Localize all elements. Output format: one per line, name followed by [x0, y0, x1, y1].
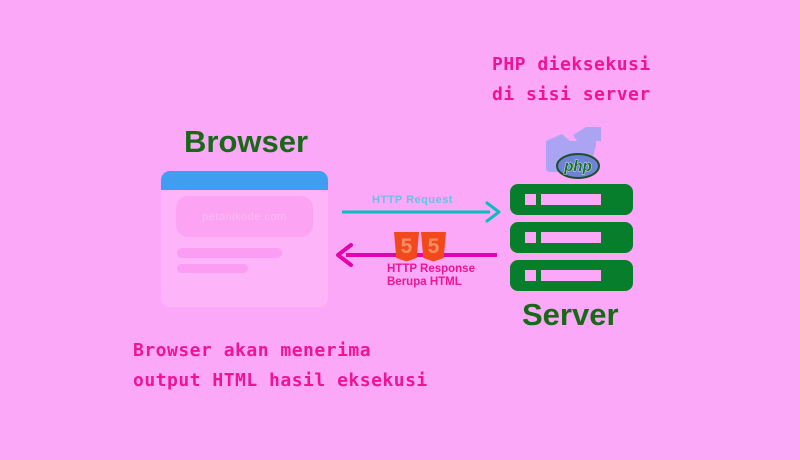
http-response-label: HTTP Response Berupa HTML [387, 263, 475, 289]
html5-five-glyph: 5 [428, 235, 440, 258]
browser-window: petanikode.com [161, 171, 328, 307]
browser-address-bar: petanikode.com [176, 196, 313, 237]
html5-five-glyph: 5 [401, 235, 413, 258]
bottom-annotation-line1: Browser akan menerima [133, 340, 372, 361]
php-folder-icon: php [546, 127, 601, 179]
server-slot [541, 232, 601, 243]
server-slot [541, 270, 601, 281]
php-logo-text: php [563, 158, 592, 175]
http-response-label-line2: Berupa HTML [387, 276, 462, 288]
server-led [525, 232, 536, 243]
html5-icon: 5 [394, 232, 419, 262]
html5-icon: 5 [421, 232, 446, 262]
top-annotation: PHP dieksekusi di sisi server [492, 50, 651, 110]
bottom-annotation: Browser akan menerima output HTML hasil … [133, 336, 428, 396]
browser-content-line [177, 248, 282, 258]
http-response-arrow-icon [336, 243, 497, 267]
browser-title: Browser [184, 124, 309, 159]
http-response-label-line1: HTTP Response [387, 263, 475, 275]
server-title: Server [522, 297, 619, 332]
server-rack-unit [510, 222, 633, 253]
server-rack-unit [510, 260, 633, 291]
server-rack-unit [510, 184, 633, 215]
browser-address-text: petanikode.com [202, 210, 287, 223]
server-led [525, 194, 536, 205]
browser-titlebar [161, 171, 328, 190]
http-request-label: HTTP Request [372, 194, 453, 206]
top-annotation-line2: di sisi server [492, 84, 651, 105]
server-led [525, 270, 536, 281]
server-slot [541, 194, 601, 205]
server-icon [510, 184, 633, 298]
http-request-arrow-icon [342, 201, 501, 223]
bottom-annotation-line2: output HTML hasil eksekusi [133, 370, 428, 391]
top-annotation-line1: PHP dieksekusi [492, 54, 651, 75]
browser-content-line [177, 264, 248, 273]
